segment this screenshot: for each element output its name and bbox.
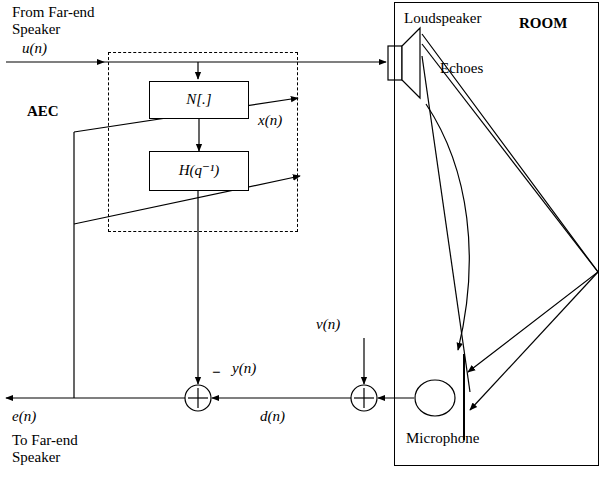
node-label: H(q⁻¹) — [179, 162, 220, 179]
loudspeaker-symbol — [388, 46, 402, 80]
node-label: ROOM — [519, 15, 567, 32]
input-wire — [6, 61, 104, 62]
branch-wire — [197, 62, 198, 79]
signal-label: u(n) — [22, 40, 47, 57]
signal-label: x(n) — [258, 112, 282, 129]
echo-path — [422, 34, 598, 372]
loudspeaker-symbol — [402, 28, 420, 98]
feedback-wire — [73, 132, 74, 398]
signal-label: − — [212, 364, 221, 381]
signal-label: Echoes — [440, 60, 483, 77]
process-box: N[.] — [149, 81, 249, 119]
mic-wire — [378, 397, 414, 398]
signal-label: Microphone — [406, 430, 479, 447]
noise-wire — [363, 338, 364, 384]
signal-label: Loudspeaker — [404, 10, 481, 27]
filter-box: H(q⁻¹) — [149, 151, 249, 191]
node-label: AEC — [27, 103, 59, 120]
input-wire — [104, 61, 386, 62]
error-wire — [6, 397, 185, 398]
output-wire — [197, 190, 198, 384]
aec-region: AECN[.]H(q⁻¹) — [108, 52, 298, 232]
signal-label: e(n) — [12, 408, 36, 425]
echo-path — [422, 56, 470, 392]
signal-arrow — [198, 119, 199, 151]
signal-label: From Far-end Speaker — [12, 4, 122, 39]
signal-label: To Far-end Speaker — [12, 432, 122, 467]
node-label: N[.] — [186, 91, 211, 108]
room-region: ROOM — [394, 2, 599, 466]
signal-label: y(n) — [232, 360, 256, 377]
echo-path — [426, 104, 469, 350]
microphone-symbol — [415, 380, 455, 416]
summing-junction — [351, 385, 377, 411]
signal-label: d(n) — [260, 408, 285, 425]
mic-signal-wire — [212, 397, 351, 398]
signal-label: v(n) — [316, 316, 340, 333]
echo-path — [470, 272, 598, 410]
microphone-symbol — [463, 354, 465, 440]
summing-junction — [185, 385, 211, 411]
